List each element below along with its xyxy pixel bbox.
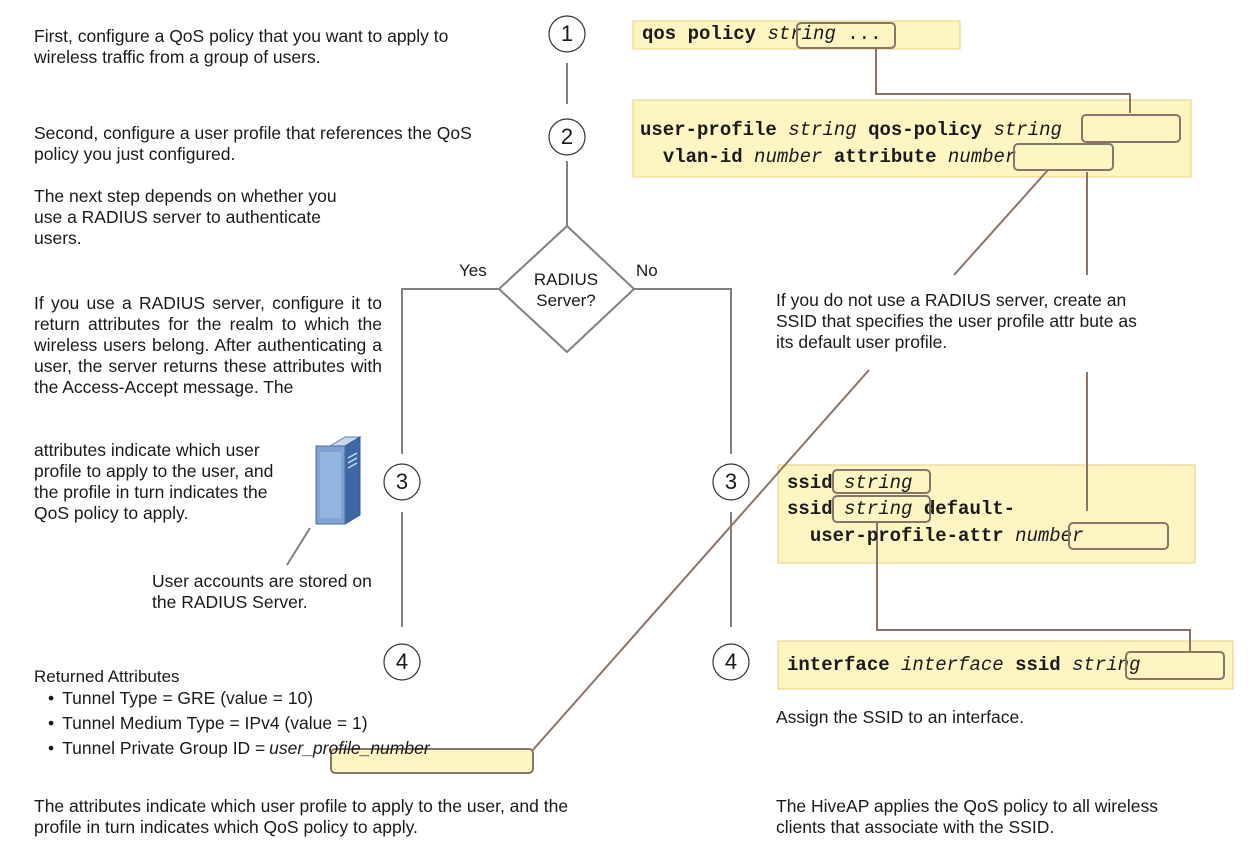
step-circle-3-left [383, 463, 421, 501]
step-circle-4-left [383, 643, 421, 681]
step-circle-4-right [712, 643, 750, 681]
step-circle-2 [548, 118, 586, 156]
ssid-command-1: ssid string [787, 472, 913, 494]
user-profile-command: user-profile string qos-policy string [640, 119, 1062, 141]
step-circles [383, 15, 750, 681]
step2-text: Second, configure a user profile that re… [34, 123, 472, 164]
yes-label: Yes [459, 261, 487, 280]
server-tower-icon [315, 436, 362, 525]
step-number-2: 2 [560, 124, 574, 149]
next-step-text: The next step depends on whether you use… [34, 186, 337, 248]
ssid-command-2: ssid string default- [787, 498, 1016, 520]
returned-attributes-list: Tunnel Type = GRE (value = 10) Tunnel Me… [48, 686, 431, 761]
attribute-item: Tunnel Medium Type = IPv4 (value = 1) [48, 711, 431, 736]
interface-command: interface interface ssid string [787, 654, 1141, 676]
radius-text-wrap: attributes indicate which user profile t… [34, 440, 274, 523]
connector-qos-to-userprofile [875, 49, 1131, 113]
step-number-1: 1 [560, 21, 574, 46]
attribute-item: Tunnel Type = GRE (value = 10) [48, 686, 431, 711]
step-circle-1 [548, 15, 586, 53]
flow-line-yes [401, 288, 499, 454]
step-number-4-left: 4 [395, 649, 409, 674]
step1-text: First, configure a QoS policy that you w… [34, 26, 449, 67]
connector-lines [531, 49, 1191, 752]
returned-attributes-heading: Returned Attributes [34, 667, 180, 686]
connector-attribute-diagonal-upper [953, 169, 1049, 276]
step-number-3-right: 3 [724, 469, 738, 494]
flow-line-no [634, 288, 732, 454]
ssid-command-2-cont: user-profile-attr number [809, 525, 1084, 547]
server-pointer-line [286, 527, 311, 566]
qos-arg: string [767, 23, 836, 45]
decision-label: RADIUS Server? [533, 270, 599, 310]
accounts-text: User accounts are stored on the RADIUS S… [152, 571, 372, 612]
connector-attribute-diagonal-lower [531, 369, 870, 752]
assign-text: Assign the SSID to an interface. [776, 707, 1025, 727]
right-bottom-text: The HiveAP applies the QoS policy to all… [776, 796, 1158, 837]
step-circle-3-right [712, 463, 750, 501]
left-bottom-text: The attributes indicate which user profi… [34, 796, 569, 837]
no-label: No [636, 261, 658, 280]
step-number-3-left: 3 [395, 469, 409, 494]
attribute-item: Tunnel Private Group ID = user_profile_n… [48, 736, 431, 761]
step-number-4-right: 4 [724, 649, 738, 674]
user-profile-number: user_profile_number [269, 738, 430, 758]
radius-text: If you use a RADIUS server, configure it… [34, 293, 382, 397]
connector-ssid-to-interface [876, 523, 1191, 652]
flow-lines [286, 63, 732, 627]
user-profile-command-cont: vlan-id number attribute number [662, 146, 1017, 168]
no-radius-text: If you do not use a RADIUS server, creat… [776, 290, 1137, 352]
decision-diamond [497, 224, 636, 354]
qos-policy-command: qos policy string ... [642, 23, 882, 45]
